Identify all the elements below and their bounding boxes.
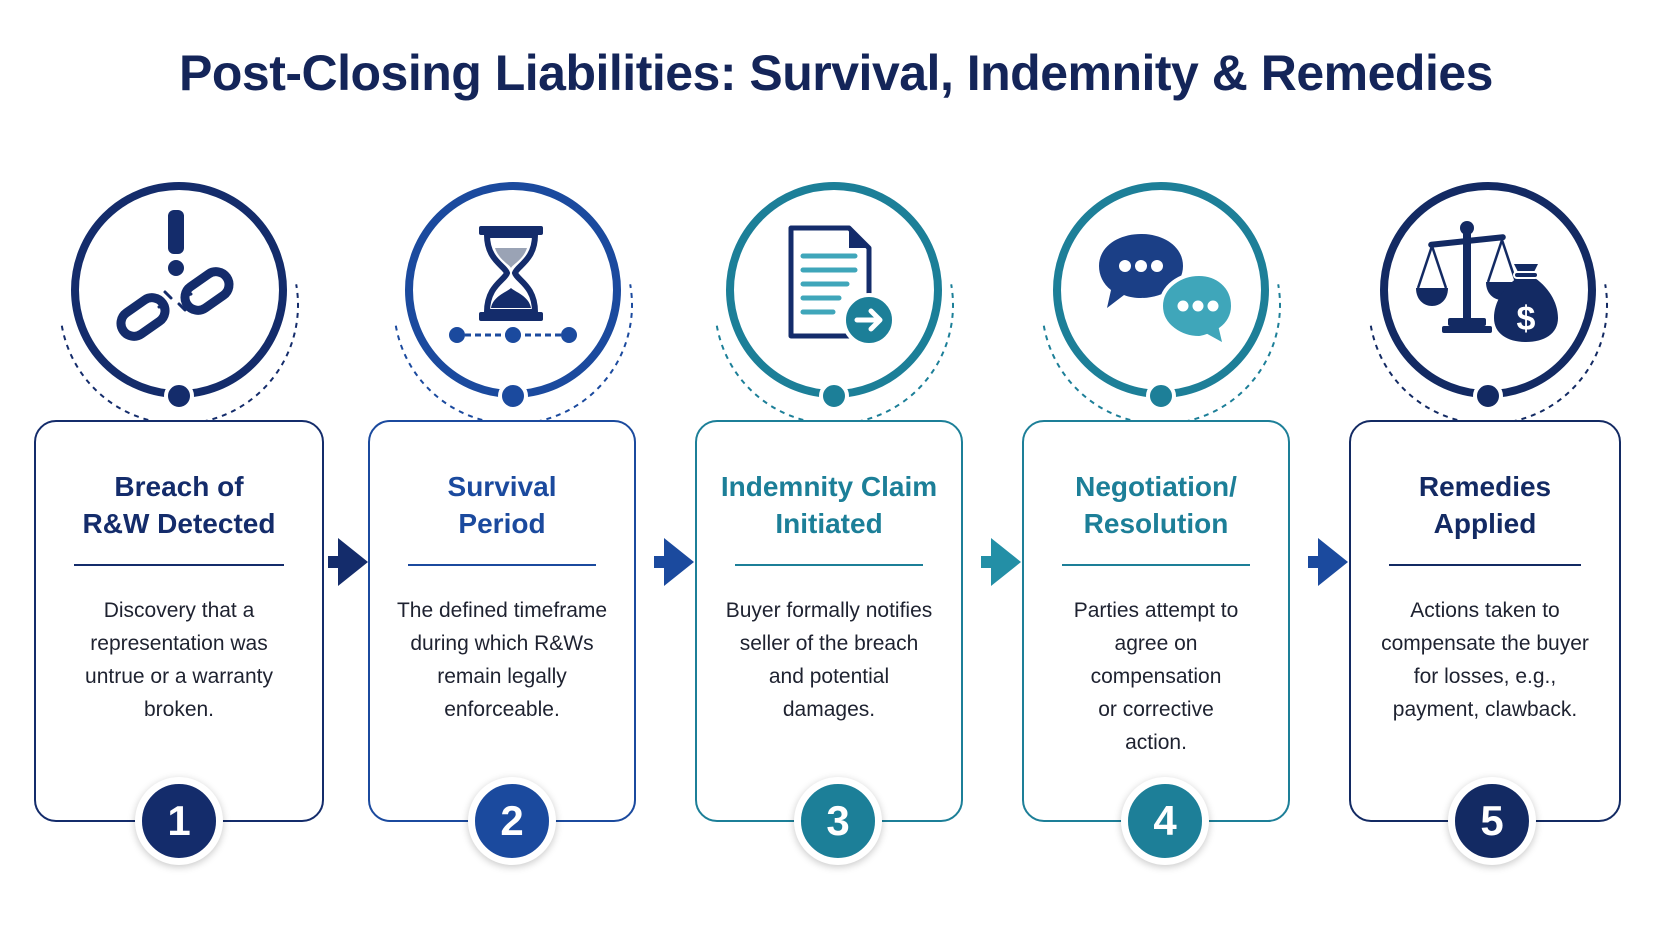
broken-chain-exclamation-icon bbox=[116, 210, 234, 341]
hourglass-timeline-icon bbox=[449, 226, 577, 343]
step-5-number-badge: 5 bbox=[1448, 777, 1536, 865]
document-arrow-icon bbox=[788, 225, 896, 347]
arrow-2-to-3 bbox=[654, 538, 694, 586]
step-4-card: Negotiation/Resolution Parties attempt t… bbox=[1022, 420, 1290, 822]
step-2-number-badge: 2 bbox=[468, 777, 556, 865]
step-3-number-badge: 3 bbox=[794, 777, 882, 865]
arrow-4-to-5 bbox=[1308, 538, 1348, 586]
step-4-number-badge: 4 bbox=[1121, 777, 1209, 865]
step-4-title: Negotiation/Resolution bbox=[1075, 471, 1237, 539]
svg-text:$: $ bbox=[1517, 300, 1536, 338]
arrow-1-to-2 bbox=[328, 538, 368, 586]
step-1-number-badge: 1 bbox=[135, 777, 223, 865]
page-title: Post-Closing Liabilities: Survival, Inde… bbox=[179, 45, 1493, 101]
scales-money-bag-icon: $ bbox=[1416, 221, 1558, 342]
chat-bubbles-icon bbox=[1099, 234, 1236, 348]
step-1-ring bbox=[60, 182, 299, 425]
arrow-3-to-4 bbox=[981, 538, 1021, 586]
